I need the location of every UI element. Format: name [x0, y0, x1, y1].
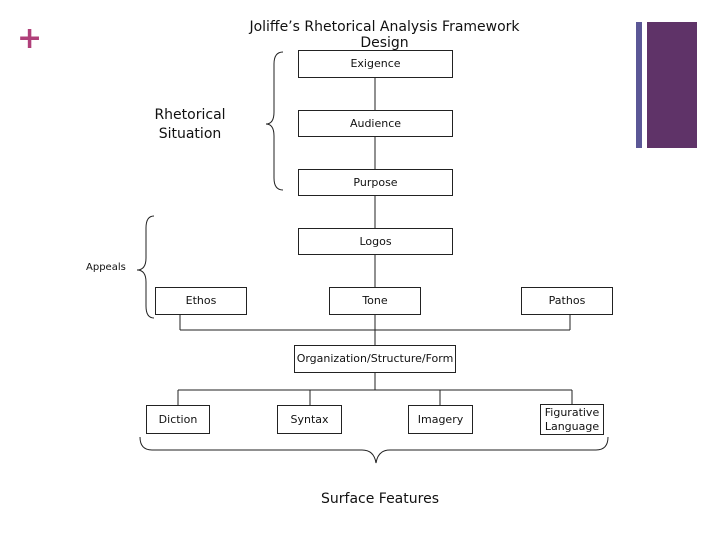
- node-audience: Audience: [298, 110, 453, 137]
- node-exigence: Exigence: [298, 50, 453, 78]
- node-diction: Diction: [146, 405, 210, 434]
- node-organization: Organization/Structure/Form: [294, 345, 456, 373]
- node-figurative-language: Figurative Language: [540, 404, 604, 435]
- accent-bar-thin: [636, 22, 642, 148]
- node-ethos: Ethos: [155, 287, 247, 315]
- surface-features-label: Surface Features: [321, 491, 439, 507]
- brace-rhetorical-situation: [265, 51, 284, 191]
- node-pathos: Pathos: [521, 287, 613, 315]
- diagram-title: Joliffe’s Rhetorical Analysis Framework …: [249, 19, 520, 51]
- node-imagery: Imagery: [408, 405, 473, 434]
- figurative-line-2: Language: [544, 419, 600, 433]
- node-syntax: Syntax: [277, 405, 342, 434]
- node-purpose: Purpose: [298, 169, 453, 196]
- figurative-line-1: Figurative: [544, 405, 600, 419]
- rhetorical-situation-label: Rhetorical Situation: [154, 107, 226, 142]
- brace-surface-features: [139, 436, 609, 464]
- node-logos: Logos: [298, 228, 453, 255]
- brace-appeals: [136, 215, 155, 319]
- plus-icon: +: [17, 21, 43, 56]
- node-tone: Tone: [329, 287, 421, 315]
- accent-bar-thick: [647, 22, 697, 148]
- appeals-label: Appeals: [86, 262, 126, 273]
